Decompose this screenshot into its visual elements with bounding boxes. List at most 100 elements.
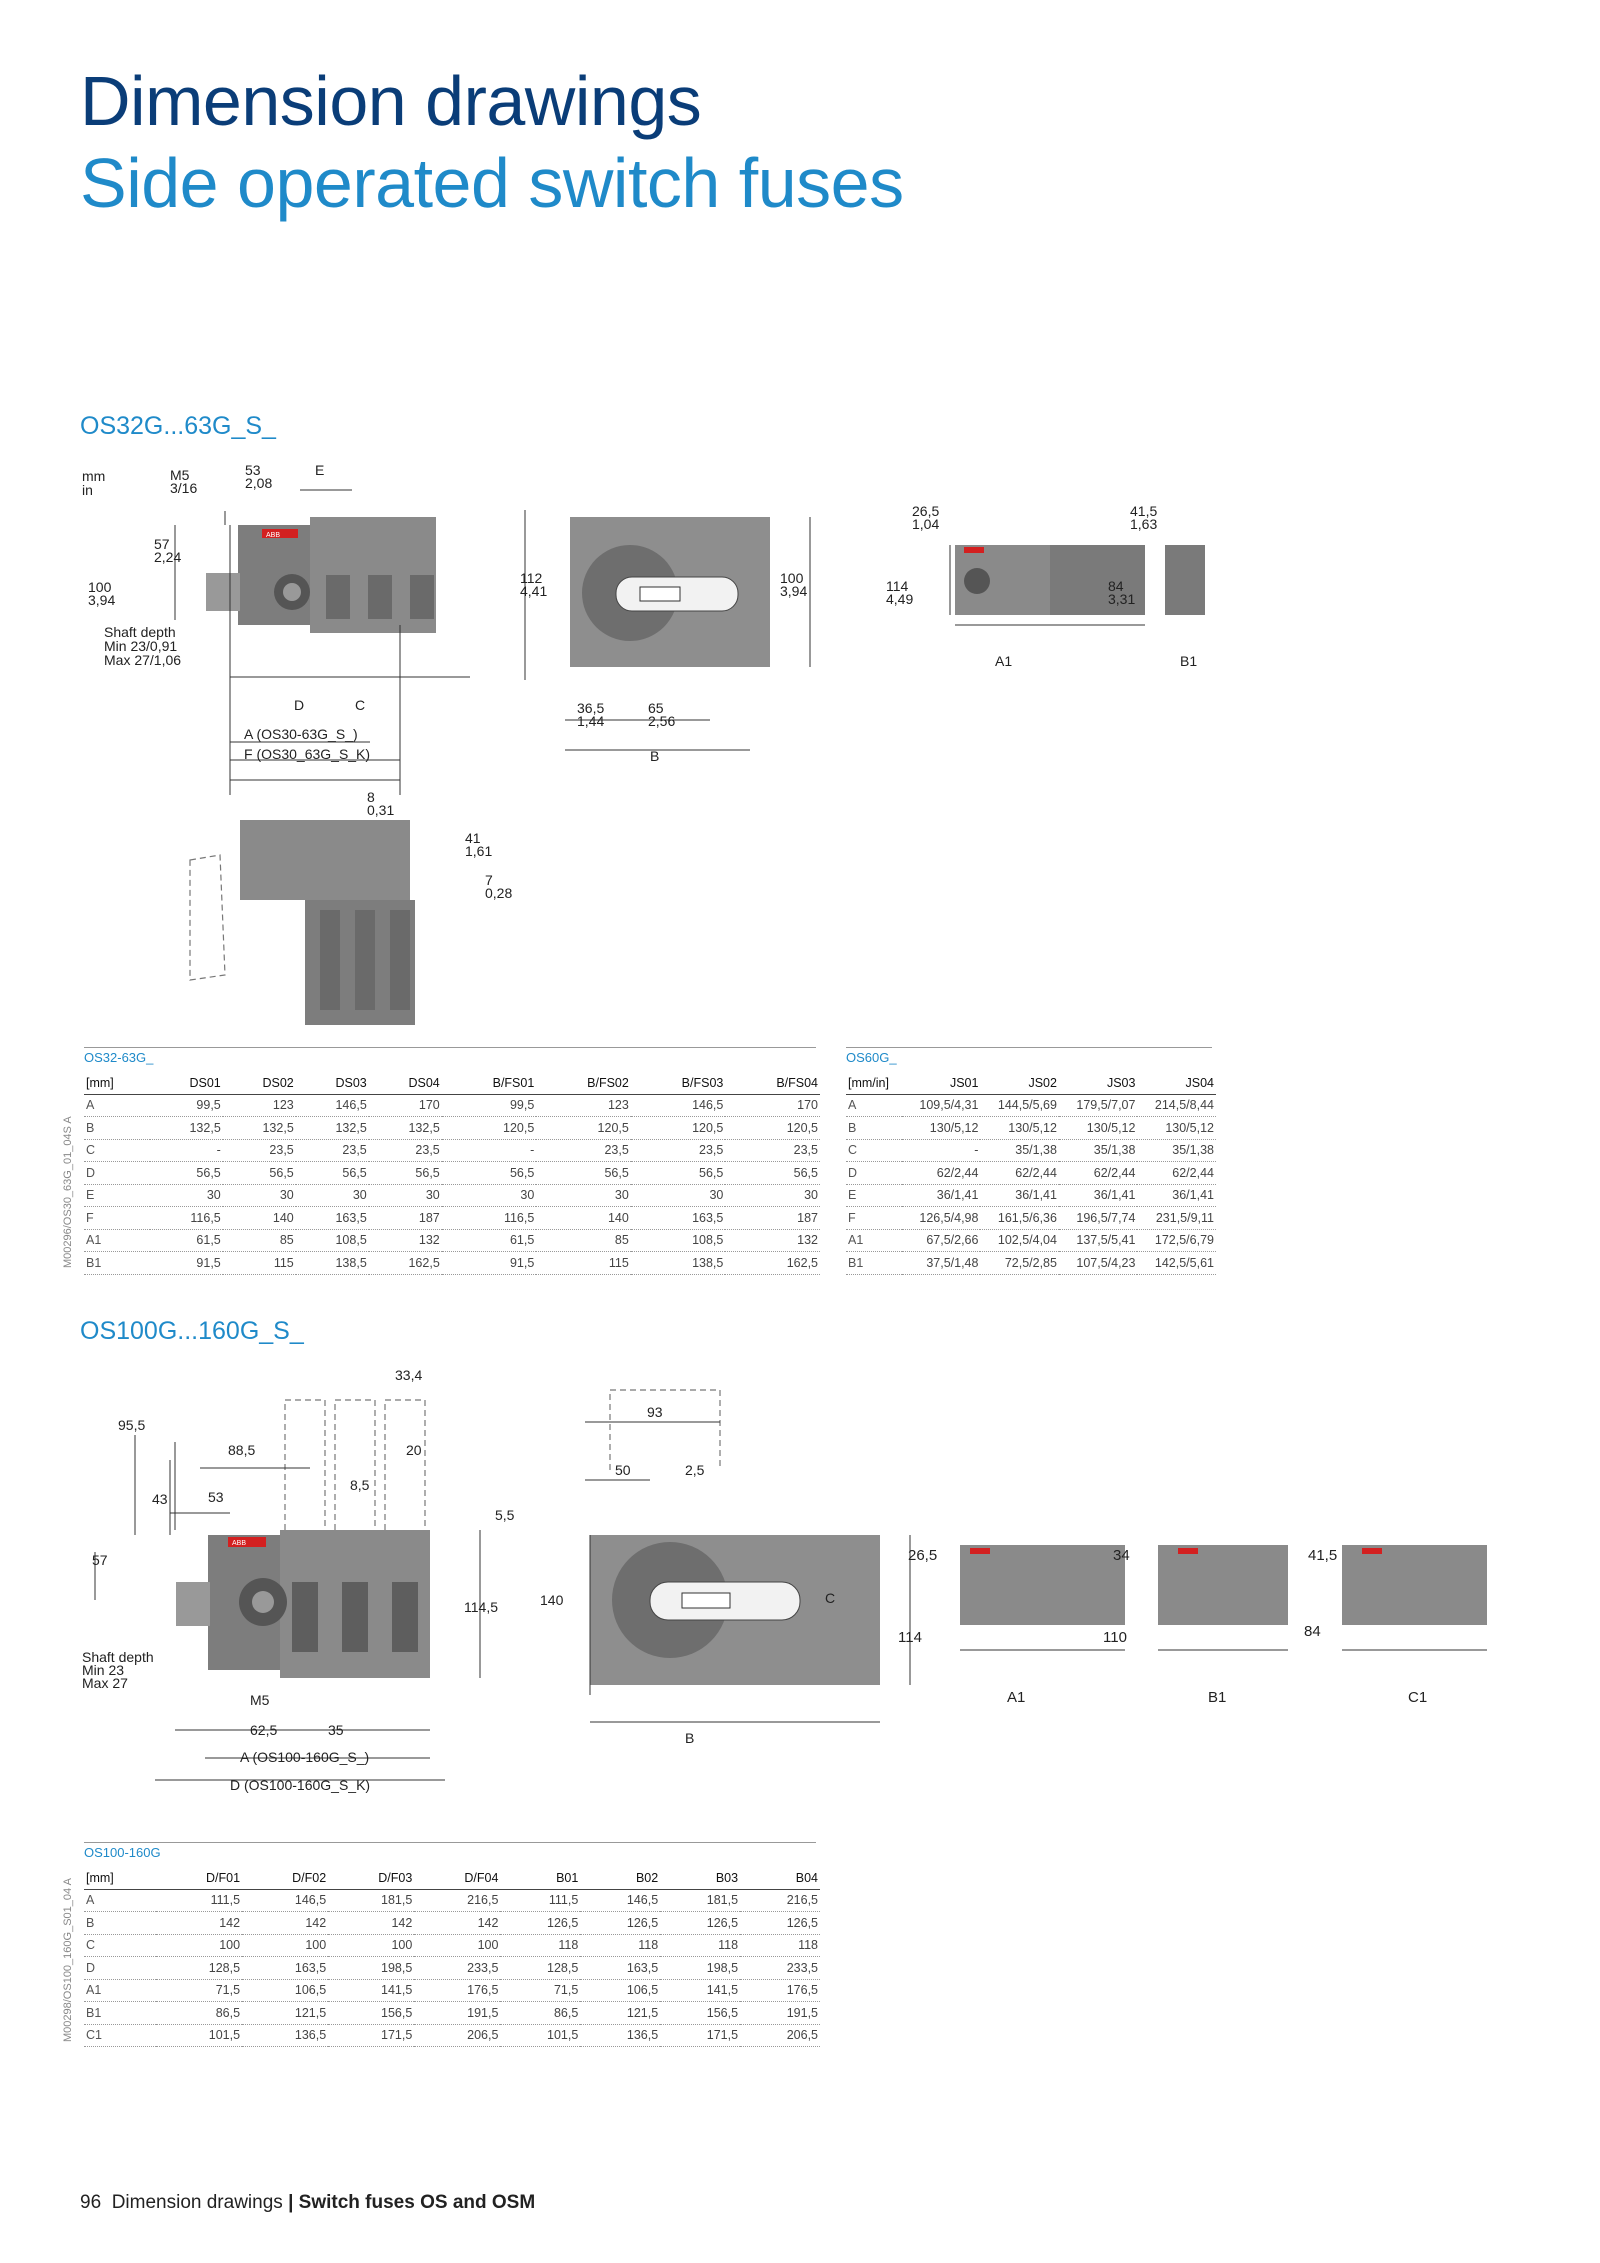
front-dims <box>94 1435 481 1781</box>
svg-text:1,61: 1,61 <box>465 843 492 859</box>
table-cell: 142 <box>155 1911 243 1935</box>
brand-label: ABB <box>266 532 280 539</box>
table-cell: 128,5 <box>500 1956 581 1980</box>
table-cell: 101,5 <box>500 2024 581 2047</box>
svg-text:57: 57 <box>154 536 170 552</box>
table-cell: 61,5 <box>441 1229 537 1252</box>
table-cell: 198,5 <box>328 1956 415 1980</box>
table-cell: 35/1,38 <box>1058 1139 1138 1162</box>
svg-text:0,28: 0,28 <box>485 885 512 901</box>
svg-text:Min 23: Min 23 <box>82 1662 124 1678</box>
table-cell: 67,5/2,66 <box>901 1229 981 1252</box>
svg-text:Shaft depth: Shaft depth <box>82 1649 154 1665</box>
side-dims <box>585 1421 911 1723</box>
table-cell: 56,5 <box>295 1161 369 1185</box>
table-cell: C1 <box>84 2024 156 2047</box>
table-cell: 30 <box>441 1184 537 1207</box>
table-cell: 233,5 <box>414 1956 501 1980</box>
table-cell: 233,5 <box>740 1956 820 1980</box>
table-cell: C <box>84 1934 156 1957</box>
svg-text:2,56: 2,56 <box>648 713 675 729</box>
table-cell: 56,5 <box>222 1161 296 1185</box>
table-cell: 23,5 <box>368 1139 442 1162</box>
svg-text:140: 140 <box>540 1592 564 1608</box>
svg-text:33,4: 33,4 <box>395 1367 422 1383</box>
table-cell: D <box>84 1161 150 1185</box>
svg-text:Min 23/0,91: Min 23/0,91 <box>104 638 177 654</box>
table-cell: 91,5 <box>441 1251 537 1275</box>
svg-text:3,94: 3,94 <box>88 592 115 608</box>
unit-in: in <box>82 482 93 498</box>
table-cell: 123 <box>222 1094 296 1117</box>
table-cell: 163,5 <box>295 1206 369 1230</box>
table-cell: A1 <box>84 1229 150 1252</box>
svg-text:Max 27/1,06: Max 27/1,06 <box>104 652 181 668</box>
table-cell: 120,5 <box>536 1116 631 1140</box>
svg-text:50: 50 <box>615 1462 631 1478</box>
table-cell: 141,5 <box>660 1979 741 2002</box>
table-cell: F <box>846 1206 902 1230</box>
svg-text:41,5: 41,5 <box>1130 503 1157 519</box>
table-cell: 132 <box>725 1229 820 1252</box>
svg-text:26,5: 26,5 <box>912 503 939 519</box>
svg-text:B: B <box>685 1730 694 1746</box>
table-cell: 132,5 <box>368 1116 442 1140</box>
table-cell: 163,5 <box>630 1206 726 1230</box>
table-cell: 138,5 <box>295 1251 369 1275</box>
abb-logo <box>228 1537 266 1547</box>
svg-text:112: 112 <box>520 570 543 586</box>
table-cell: 86,5 <box>500 2001 581 2025</box>
table-cell: 132,5 <box>222 1116 296 1140</box>
table-cell: 23,5 <box>630 1139 726 1162</box>
svg-text:84: 84 <box>1108 578 1124 594</box>
svg-text:100: 100 <box>780 570 804 586</box>
table-cell: 216,5 <box>740 1889 820 1912</box>
table-cell: B <box>84 1116 150 1140</box>
table-cell: 86,5 <box>155 2001 243 2025</box>
table-cell: 118 <box>580 1934 661 1957</box>
table-cell: 214,5/8,44 <box>1137 1094 1216 1117</box>
svg-text:B: B <box>650 748 659 764</box>
table-cell: 136,5 <box>242 2024 329 2047</box>
page-footer: 96 Dimension drawings | Switch fuses OS … <box>80 2192 535 2214</box>
table-cell: E <box>84 1184 150 1207</box>
svg-text:84: 84 <box>1304 1623 1321 1640</box>
svg-text:114,5: 114,5 <box>464 1599 498 1615</box>
table-cell: 163,5 <box>580 1956 661 1980</box>
table-cell: 23,5 <box>725 1139 820 1162</box>
table-cell: 116,5 <box>441 1206 537 1230</box>
table-cell: 62/2,44 <box>980 1161 1059 1185</box>
table-cell: 100 <box>414 1934 501 1957</box>
table-cell: 85 <box>536 1229 631 1252</box>
table-cell: 106,5 <box>580 1979 661 2002</box>
svg-text:C: C <box>825 1590 835 1606</box>
table-cell: 71,5 <box>155 1979 243 2002</box>
table-cell: 146,5 <box>242 1889 329 1912</box>
drawing-code: M00296/OS30_63G_01_04S A <box>62 1116 74 1268</box>
table-cell: A1 <box>84 1979 156 2002</box>
table-cell: 142 <box>414 1911 501 1935</box>
table-cell: 171,5 <box>660 2024 741 2047</box>
table-cell: 23,5 <box>222 1139 296 1162</box>
table-cell: 181,5 <box>328 1889 415 1912</box>
footer-separator: | <box>288 2192 294 2213</box>
table-cell: 138,5 <box>630 1251 726 1275</box>
svg-text:0,31: 0,31 <box>367 802 394 818</box>
svg-text:M5: M5 <box>250 1692 270 1708</box>
svg-text:C1: C1 <box>1408 1689 1427 1706</box>
table-cell: 130/5,12 <box>980 1116 1059 1140</box>
svg-text:41: 41 <box>465 830 481 846</box>
svg-text:57: 57 <box>92 1552 108 1568</box>
svg-text:36,5: 36,5 <box>577 700 604 716</box>
